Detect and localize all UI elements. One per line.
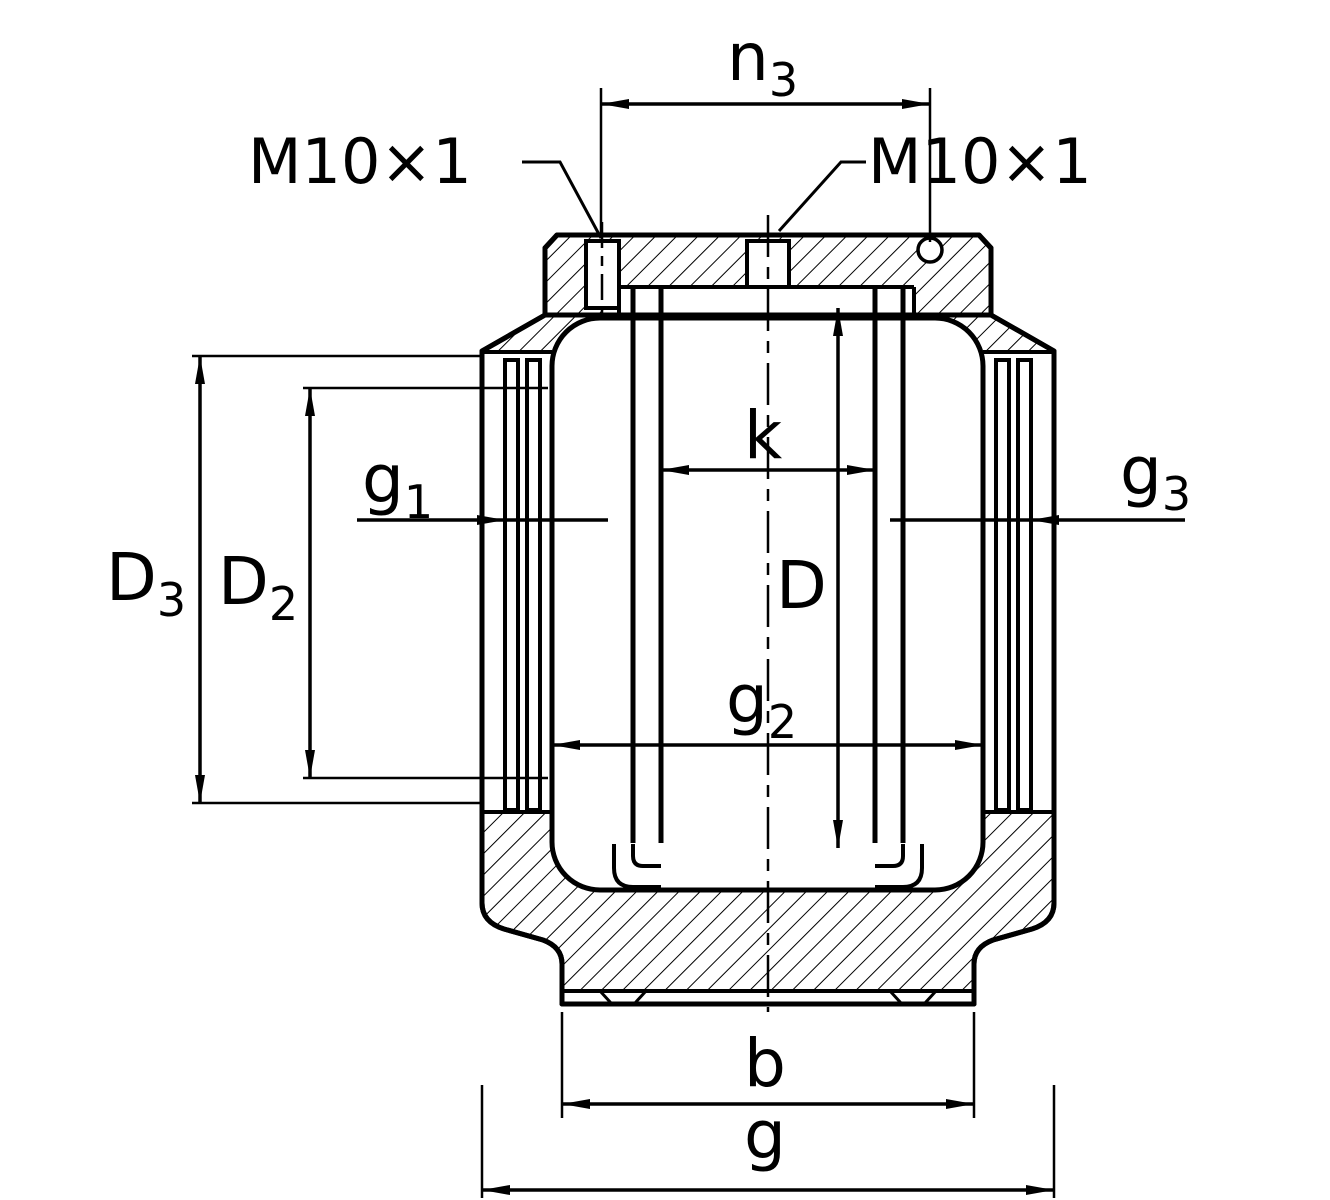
dim-label-D3: D3	[106, 539, 186, 627]
dim-label-g2: g2	[726, 661, 797, 749]
centerlines	[600, 215, 770, 1012]
locking-collar-right	[875, 844, 924, 889]
leader-m10-right	[777, 160, 866, 233]
dim-label-n3: n3	[727, 19, 798, 107]
thread-label-right: M10×1	[868, 125, 1092, 198]
locking-collar-left	[612, 844, 661, 889]
base-chamfer-mark	[633, 989, 648, 1005]
dim-label-b: b	[744, 1025, 786, 1102]
seal-ring	[1016, 358, 1033, 812]
base-chamfer-mark	[888, 989, 903, 1005]
base-chamfer-mark	[598, 989, 613, 1005]
cap-recess	[619, 287, 914, 315]
labels: M10×1 M10×1 n3 k g1 g3 D3 D2 D g2 b g	[106, 19, 1191, 1174]
dim-label-g3: g3	[1120, 433, 1191, 521]
housing-outline-stroke	[479, 232, 1057, 1007]
thread-label-left: M10×1	[248, 125, 472, 198]
shaft-sleeve	[612, 287, 924, 889]
seal-rings	[503, 358, 1033, 812]
leader-lines	[522, 160, 866, 239]
leader-m10-left	[522, 160, 603, 239]
dim-label-D: D	[776, 547, 827, 624]
extension-lines	[192, 88, 1056, 1198]
dim-label-k: k	[744, 397, 783, 474]
locking-collar-left-inner	[631, 844, 661, 868]
dim-label-g: g	[744, 1097, 786, 1174]
dimension-lines	[195, 99, 1185, 1195]
dim-label-g1: g1	[362, 441, 433, 529]
locking-collar-right-inner	[875, 844, 905, 868]
base-chamfer-mark	[923, 989, 938, 1005]
dim-label-D2: D2	[218, 543, 298, 631]
seal-ring	[994, 358, 1011, 812]
seal-ring	[525, 358, 542, 812]
seal-ring	[503, 358, 520, 812]
